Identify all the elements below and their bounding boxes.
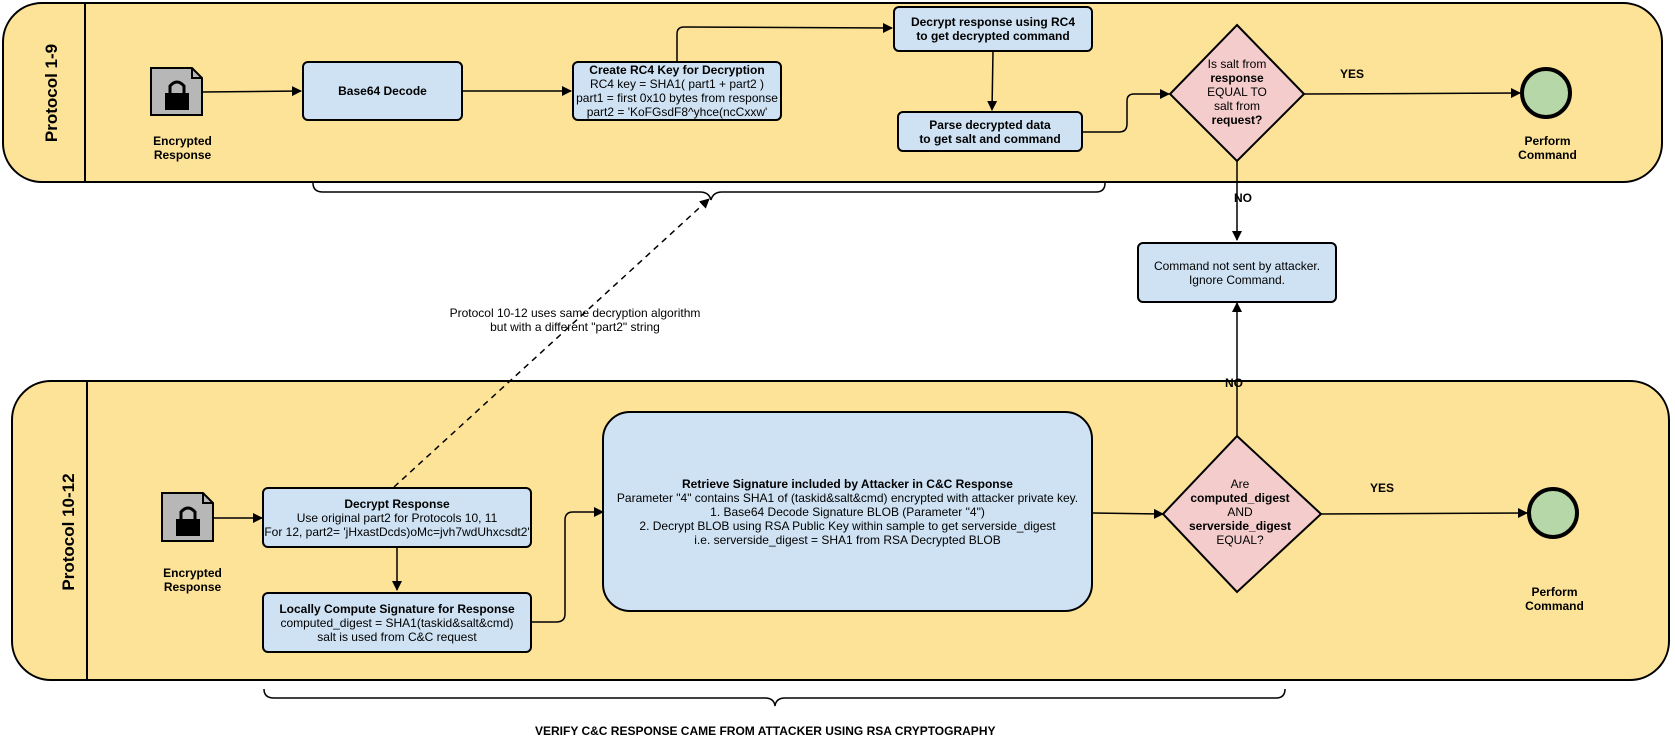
- parse-box: Parse decrypted data to get salt and com…: [897, 111, 1083, 152]
- decision-line: Are: [1230, 477, 1250, 491]
- base64-decode-label: Base64 Decode: [338, 84, 427, 98]
- perform-command-caption-bottom: Perform Command: [1525, 585, 1584, 613]
- no-label-bottom: NO: [1225, 376, 1243, 390]
- no-label-top: NO: [1234, 191, 1252, 205]
- decrypt-rc4-label: Decrypt response using RC4 to get decryp…: [910, 15, 1076, 43]
- decision-line: AND: [1227, 505, 1253, 519]
- salt-decision-text: Is salt from response EQUAL TO salt from…: [1182, 57, 1292, 127]
- lane-protocol-1-9: [2, 2, 1663, 183]
- retrieve-signature-line: i.e. serverside_digest = SHA1 from RSA D…: [694, 532, 1001, 547]
- decision-line: EQUAL?: [1216, 533, 1264, 547]
- file-lock-icon: [150, 67, 203, 116]
- retrieve-signature-line: 1. Base64 Decode Signature BLOB (Paramet…: [710, 504, 985, 519]
- retrieve-signature-line: 2. Decrypt BLOB using RSA Public Key wit…: [639, 518, 1056, 533]
- retrieve-signature-box: Retrieve Signature included by Attacker …: [602, 411, 1093, 612]
- decrypt-response-line: For 12, part2= 'jHxastDcds)oMc=jvh7wdUhx…: [264, 524, 530, 539]
- yes-label-top: YES: [1340, 67, 1365, 81]
- ignore-command-box: Command not sent by attacker. Ignore Com…: [1137, 242, 1337, 303]
- rc4-key-title: Create RC4 Key for Decryption: [589, 63, 765, 77]
- encrypted-response-caption-bottom: Encrypted Response: [163, 566, 222, 594]
- rc4-key-line: RC4 key = SHA1( part1 + part2 ): [589, 77, 765, 91]
- compute-signature-line: salt is used from C&C request: [317, 629, 477, 644]
- decrypt-response-line: Use original part2 for Protocols 10, 11: [296, 510, 498, 525]
- compute-signature-title: Locally Compute Signature for Response: [279, 601, 515, 616]
- decision-line: computed_digest: [1190, 491, 1290, 505]
- end-event-bottom: [1527, 487, 1579, 539]
- rc4-key-box: Create RC4 Key for Decryption RC4 key = …: [572, 61, 782, 121]
- retrieve-signature-line: Parameter "4" contains SHA1 of (taskid&s…: [616, 490, 1079, 505]
- encrypted-response-caption-top: Encrypted Response: [153, 134, 212, 162]
- salt-decision-diamond: [1168, 23, 1306, 163]
- yes-label-bottom: YES: [1370, 481, 1395, 495]
- ignore-command-label: Command not sent by attacker. Ignore Com…: [1153, 258, 1321, 287]
- rc4-key-line: part1 = first 0x10 bytes from response: [576, 91, 778, 105]
- compute-signature-box: Locally Compute Signature for Response c…: [262, 592, 532, 653]
- decision-line: salt from: [1213, 99, 1260, 113]
- file-lock-icon: [161, 492, 214, 542]
- decision-line: serverside_digest: [1188, 519, 1292, 533]
- decrypt-rc4-box: Decrypt response using RC4 to get decryp…: [893, 6, 1093, 52]
- decision-line: EQUAL TO: [1207, 85, 1267, 99]
- decision-line: response: [1210, 71, 1264, 85]
- decrypt-response-box: Decrypt Response Use original part2 for …: [262, 487, 532, 548]
- end-event-top: [1520, 67, 1572, 119]
- decrypt-response-title: Decrypt Response: [344, 496, 450, 511]
- base64-decode-box: Base64 Decode: [302, 61, 463, 121]
- perform-command-caption-top: Perform Command: [1518, 134, 1577, 162]
- protocol-note: Protocol 10-12 uses same decryption algo…: [449, 306, 701, 334]
- compute-signature-line: computed_digest = SHA1(taskid&salt&cmd): [280, 615, 514, 630]
- retrieve-signature-title: Retrieve Signature included by Attacker …: [682, 476, 1013, 491]
- parse-label: Parse decrypted data to get salt and com…: [919, 117, 1061, 146]
- decision-line: Is salt from: [1207, 57, 1267, 71]
- footer-caption: VERIFY C&C RESPONSE CAME FROM ATTACKER U…: [535, 724, 996, 738]
- decision-line: request?: [1211, 113, 1263, 127]
- digest-decision-text: Are computed_digest AND serverside_diges…: [1170, 477, 1310, 547]
- rc4-key-line: part2 = 'KoFGsdF8^yhce(ncCxxw': [586, 105, 768, 119]
- digest-decision-diamond: [1161, 434, 1323, 594]
